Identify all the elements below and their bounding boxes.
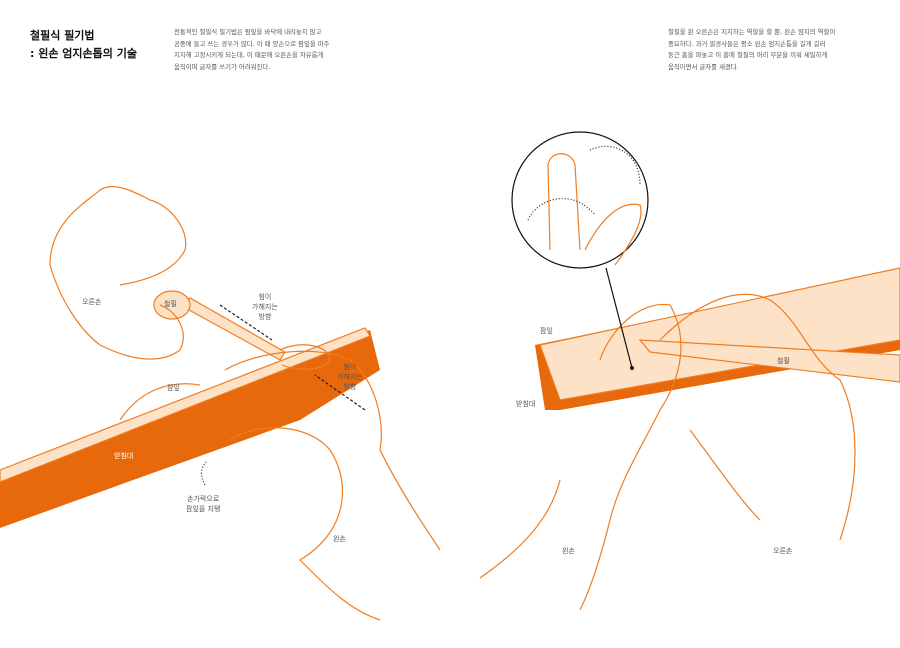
magnifier-pointer (605, 267, 633, 369)
left-hand-outline (224, 344, 441, 621)
label-right-stand: 받침대 (516, 400, 536, 408)
label-right-stylus: 철필 (777, 357, 790, 365)
left-palm-leaf (0, 327, 371, 483)
left-stylus-head (153, 290, 191, 320)
left-stand (0, 330, 380, 528)
dashed-arrow-1 (219, 304, 273, 341)
label-right-hand: 오른손 (82, 298, 102, 306)
label-right-palm-leaf: 팜잎 (540, 327, 553, 335)
right-left-hand-outline (479, 303, 682, 611)
right-illustration (479, 131, 900, 611)
right-palm-leaf (539, 267, 900, 401)
right-paragraph: 철필을 쥔 오른손은 지지하는 역할을 할 뿐, 왼손 엄지의 역할이 중요하다… (668, 28, 836, 71)
label-stand: 받침대 (114, 452, 134, 460)
page-title: 철필식 필기법 : 왼손 엄지손톱의 기술 (30, 27, 137, 63)
magnifier-circle (511, 131, 649, 269)
label-right-right-hand: 오른손 (773, 547, 793, 555)
label-left-hand: 왼손 (333, 535, 346, 543)
rotation-arrow-2 (589, 145, 641, 186)
magnified-thumb (547, 153, 642, 266)
right-hand-outline (49, 186, 201, 421)
label-force-direction-2: 힘이 가해지는 방향 (337, 363, 363, 391)
title-line-1: 철필식 필기법 (30, 29, 95, 42)
title-line-2: : 왼손 엄지손톱의 기술 (30, 47, 137, 60)
left-paragraph: 전통적인 철필식 필기법은 팜잎을 바닥에 내려놓지 않고 공중에 들고 쓰는 … (174, 28, 330, 71)
right-stylus (638, 339, 900, 383)
label-right-left-hand: 왼손 (562, 547, 575, 555)
label-palm-leaf: 팜잎 (167, 384, 180, 392)
pointer-dot (630, 366, 634, 370)
dotted-arrow-3 (200, 461, 207, 486)
left-illustration (0, 186, 441, 621)
label-force-direction-1: 힘이 가해지는 방향 (252, 293, 278, 321)
label-finger-support: 손가락으로 팜잎을 지탱 (186, 495, 221, 513)
dashed-arrow-2 (314, 374, 366, 411)
right-right-hand-outline (659, 293, 856, 541)
label-stylus: 철필 (164, 300, 177, 308)
